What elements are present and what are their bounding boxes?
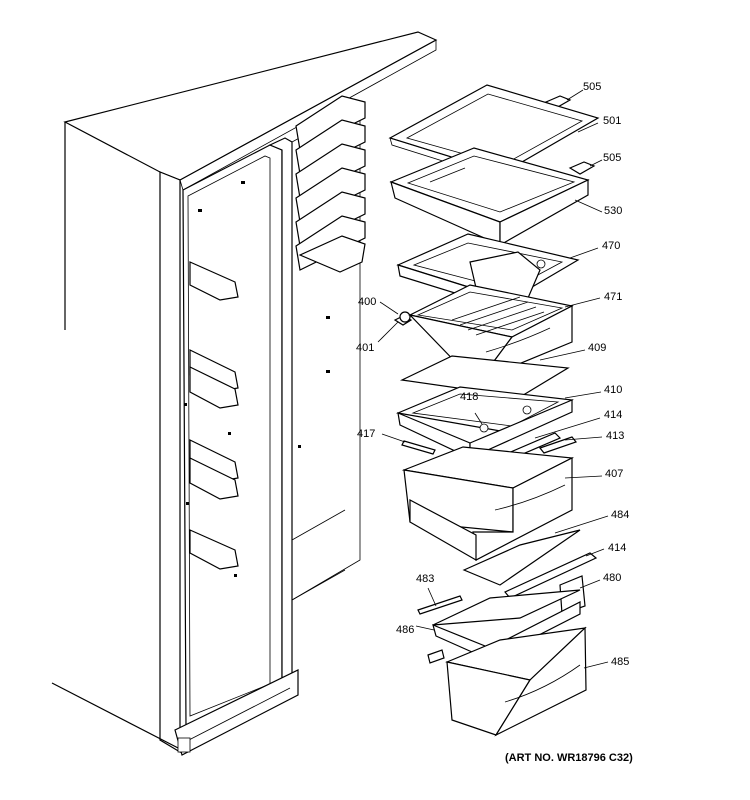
label-505-top: 505 (583, 81, 602, 93)
label-409: 409 (588, 342, 607, 354)
label-418: 418 (460, 391, 479, 403)
label-414-upper: 414 (604, 409, 623, 421)
label-486: 486 (396, 624, 415, 636)
part-530-shelf (389, 147, 590, 247)
label-530: 530 (604, 205, 623, 217)
label-485: 485 (611, 656, 630, 668)
part-485-drawer (445, 626, 587, 737)
part-401-screw (399, 311, 411, 323)
label-484: 484 (611, 509, 630, 521)
label-470: 470 (602, 240, 621, 252)
part-407-drawer (401, 446, 575, 562)
label-471: 471 (604, 291, 623, 303)
label-480: 480 (603, 572, 622, 584)
label-400: 400 (358, 296, 377, 308)
part-417-rod (401, 440, 436, 455)
label-407: 407 (605, 468, 624, 480)
leader-lines (377, 89, 609, 669)
part-505b-clip (568, 161, 596, 175)
part-484-cover (462, 529, 581, 586)
label-417: 417 (357, 428, 376, 440)
label-501: 501 (603, 115, 622, 127)
label-401: 401 (356, 342, 375, 354)
label-483: 483 (416, 573, 435, 585)
label-413: 413 (606, 430, 625, 442)
part-483-rod (417, 595, 463, 615)
part-413-clip (538, 436, 578, 454)
freezer-shelf-stack (295, 95, 366, 273)
part-410-frame (395, 386, 574, 459)
art-number: (ART NO. WR18796 C32) (505, 752, 633, 764)
label-410: 410 (604, 384, 623, 396)
label-414-lower: 414 (608, 542, 627, 554)
fridge-cabinet (51, 31, 438, 756)
label-505-lower: 505 (603, 152, 622, 164)
